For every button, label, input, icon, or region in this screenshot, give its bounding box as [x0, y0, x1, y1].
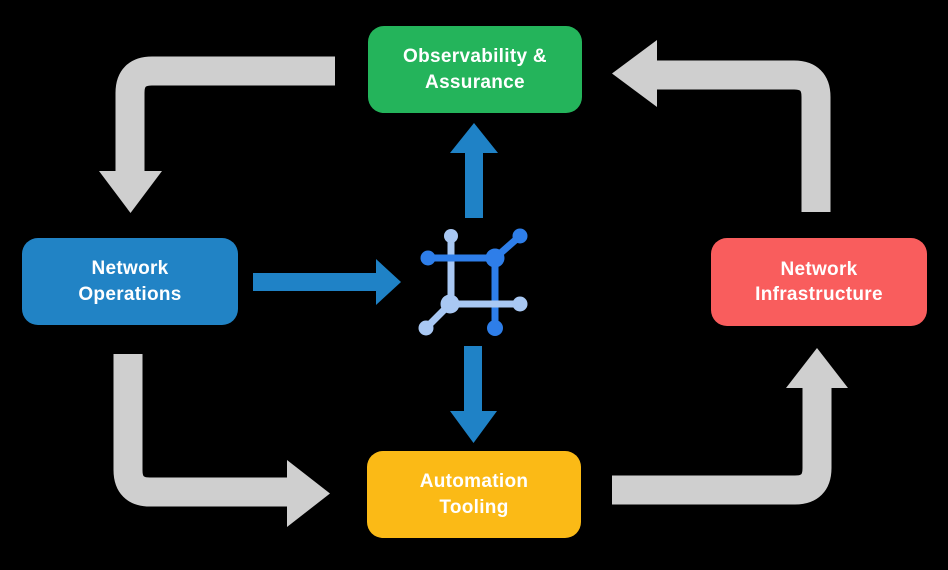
node-observability-label: Observability & Assurance [403, 46, 547, 93]
node-network-operations: Network Operations [22, 238, 238, 325]
flow-arrow-operations-to-icon [253, 259, 401, 305]
arrow-head-up-icon [450, 123, 498, 153]
arrow-shaft [113, 354, 287, 507]
node-infrastructure-label: Network Infrastructure [755, 258, 883, 305]
arrow-head-down-icon [450, 411, 497, 443]
flow-arrow-icon-to-observability [450, 123, 498, 218]
arrow-head-right-icon [287, 460, 330, 527]
cycle-arrow-infrastructure-to-observability [612, 40, 831, 212]
cycle-arrow-operations-to-automation [113, 354, 330, 527]
cycle-arrow-observability-to-operations [99, 56, 335, 213]
node-observability-assurance: Observability & Assurance [368, 26, 582, 113]
cycle-arrow-automation-to-infrastructure [612, 348, 848, 505]
node-network-infrastructure: Network Infrastructure [711, 238, 927, 326]
arrow-head-left-icon [612, 40, 657, 107]
node-automation-tooling: Automation Tooling [367, 451, 581, 538]
arrow-shaft [657, 60, 831, 212]
node-automation-label: Automation Tooling [419, 471, 529, 518]
flow-arrow-icon-to-automation [450, 346, 497, 443]
arrow-shaft [612, 388, 832, 505]
arrow-head-down-icon [99, 171, 162, 213]
node-operations-label: Network Operations [78, 258, 182, 305]
network-mesh-icon [418, 228, 528, 336]
arrow-head-right-icon [376, 259, 401, 305]
arrow-shaft [115, 56, 335, 172]
arrow-head-up-icon [786, 348, 848, 388]
